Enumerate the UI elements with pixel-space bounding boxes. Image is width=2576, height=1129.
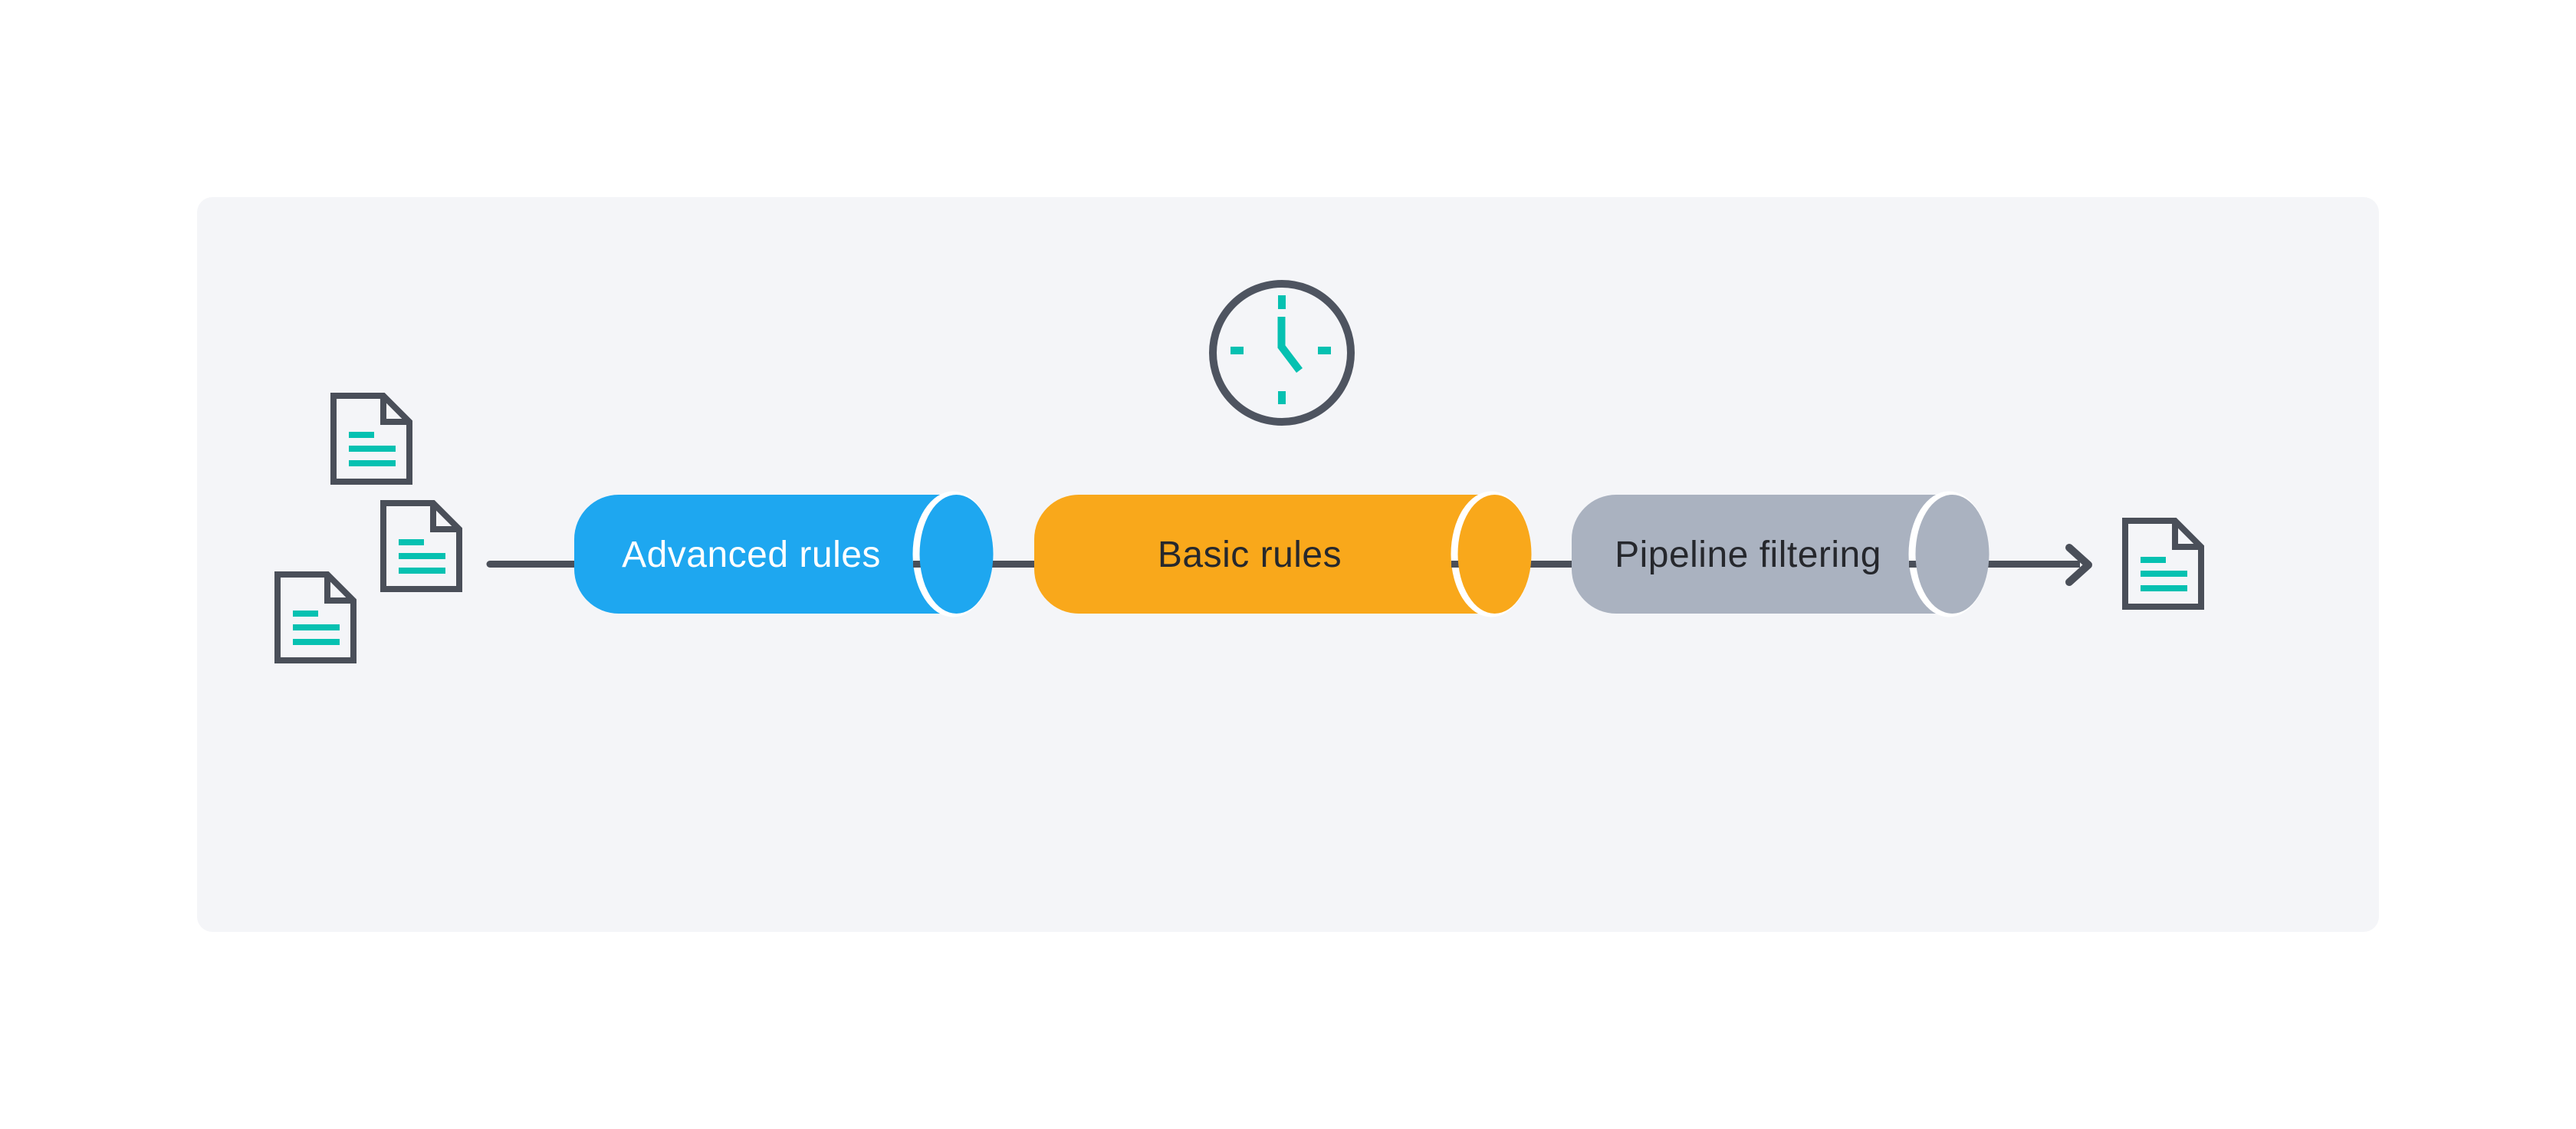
stage-label-pipeline-filtering: Pipeline filtering <box>1615 535 1881 575</box>
clock-tick-6 <box>1278 391 1286 404</box>
clock-icon <box>1209 280 1355 426</box>
cylinder-cap <box>1915 495 1990 614</box>
cylinder-cap <box>1457 495 1532 614</box>
clock-tick-9 <box>1230 347 1244 354</box>
arrow-right-icon <box>2065 544 2092 586</box>
clock-hands <box>1277 317 1303 374</box>
cylinder-body <box>1572 495 1949 614</box>
cylinder-body <box>1034 495 1491 614</box>
cylinder-body <box>574 495 953 614</box>
stage-pipeline-filtering: Pipeline filtering <box>1572 491 2080 617</box>
clock-ring <box>1209 280 1355 426</box>
stage-advanced-rules: Advanced rules <box>574 491 1039 617</box>
stage-label-advanced-rules: Advanced rules <box>622 535 881 575</box>
clock-tick-12 <box>1278 295 1286 309</box>
stage-basic-rules: Basic rules <box>1034 491 1576 617</box>
stage-label-basic-rules: Basic rules <box>1158 535 1342 575</box>
cylinder-cap <box>919 495 994 614</box>
clock-tick-3 <box>1318 347 1331 354</box>
